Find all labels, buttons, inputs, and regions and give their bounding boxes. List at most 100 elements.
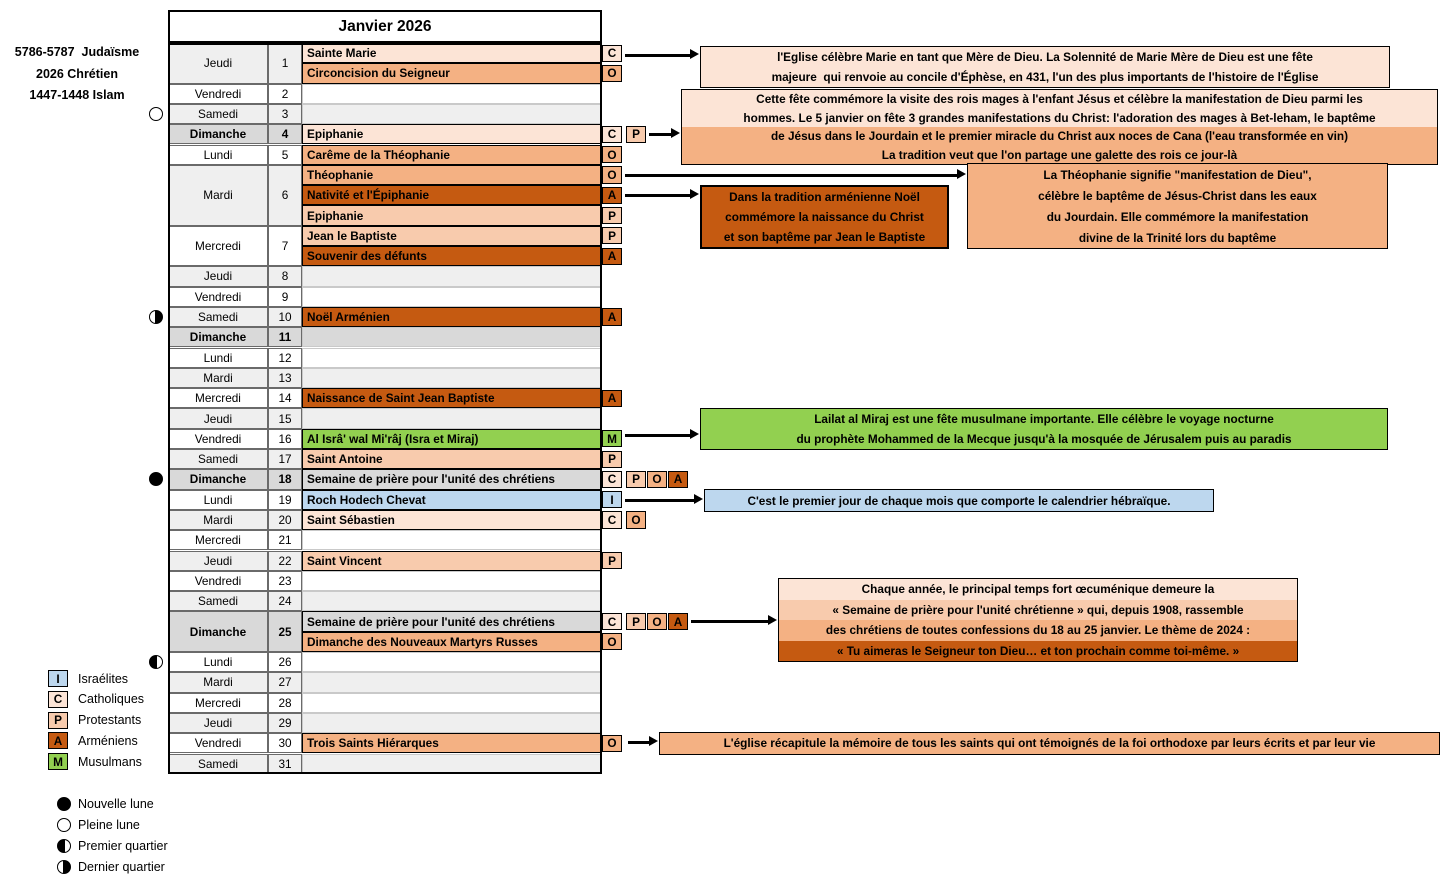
arrow-head (671, 127, 680, 138)
event-cell: Roch Hodech Chevat (302, 489, 602, 510)
annotation-theophanie: La Théophanie signifie "manifestation de… (967, 163, 1388, 249)
day-name-cell: Dimanche (168, 469, 268, 490)
religion-badge-A: A (668, 612, 688, 631)
event-cell: Semaine de prière pour l'unité des chrét… (302, 469, 602, 490)
annotation-line: L'église récapitule la mémoire de tous l… (660, 733, 1439, 754)
religion-badge-C: C (602, 44, 622, 62)
moon-last-icon (57, 860, 71, 874)
event-cell-empty (302, 347, 602, 368)
legend-label-P: Protestants (78, 713, 142, 728)
day-name-cell: Samedi (168, 753, 268, 774)
moon-legend-label: Nouvelle lune (78, 796, 154, 811)
arrow-connector (625, 498, 696, 502)
moon-legend-label: Pleine lune (78, 817, 140, 832)
event-cell: Naissance de Saint Jean Baptiste (302, 388, 602, 409)
event-cell-empty (302, 672, 602, 693)
moon-full-icon (57, 818, 71, 832)
annotation-line: « Semaine de prière pour l'unité chrétie… (779, 599, 1297, 620)
annotation-line: du Jourdain. Elle commémore la manifesta… (968, 206, 1387, 227)
day-name-cell: Dimanche (168, 611, 268, 652)
religion-badge-P: P (626, 612, 646, 631)
religion-badge-C: C (602, 511, 622, 529)
religion-badge-P: P (602, 206, 622, 225)
annotation-line: Cette fête commémore la visite des rois … (682, 90, 1437, 109)
day-number-cell: 21 (268, 530, 302, 551)
arrow-connector (691, 619, 770, 623)
day-number-cell: 31 (268, 753, 302, 774)
annotation-line: La tradition veut que l'on partage une g… (682, 145, 1437, 164)
day-number-cell: 12 (268, 347, 302, 368)
event-cell-empty (302, 286, 602, 307)
day-number-cell: 26 (268, 652, 302, 673)
day-number-cell: 11 (268, 327, 302, 348)
annotation-line: Lailat al Miraj est une fête musulmane i… (701, 409, 1387, 429)
day-name-cell: Mercredi (168, 388, 268, 409)
day-name-cell: Lundi (168, 347, 268, 368)
religion-badge-P: P (602, 227, 622, 245)
event-cell: Saint Antoine (302, 449, 602, 470)
event-cell: Souvenir des défunts (302, 246, 602, 267)
religion-badge-P: P (602, 552, 622, 570)
arrow-connector (625, 173, 959, 177)
day-name-cell: Mercredi (168, 225, 268, 267)
day-name-cell: Mardi (168, 509, 268, 531)
day-name-cell: Samedi (168, 103, 268, 125)
day-name-cell: Mercredi (168, 530, 268, 551)
event-cell-empty (302, 103, 602, 125)
arrow-connector (628, 740, 651, 744)
event-cell-empty (302, 753, 602, 774)
annotation-trois-saints: L'église récapitule la mémoire de tous l… (659, 732, 1440, 755)
annotation-line: du prophète Mohammed de la Mecque jusqu'… (701, 429, 1387, 449)
day-name-cell: Jeudi (168, 266, 268, 287)
arrow-head (649, 735, 658, 746)
religion-badge-A: A (602, 389, 622, 407)
religion-badge-O: O (602, 64, 622, 83)
event-cell-empty (302, 83, 602, 104)
day-number-cell: 27 (268, 672, 302, 693)
annotation-line: « Tu aimeras le Seigneur ton Dieu… et to… (779, 640, 1297, 661)
event-cell-empty (302, 530, 602, 551)
religion-badge-I: I (602, 491, 622, 509)
event-cell: Semaine de prière pour l'unité des chrét… (302, 611, 602, 632)
day-name-cell: Mardi (168, 367, 268, 389)
annotation-marie: l'Eglise célèbre Marie en tant que Mère … (700, 46, 1390, 88)
day-number-cell: 22 (268, 550, 302, 571)
day-name-cell: Vendredi (168, 428, 268, 449)
day-number-cell: 4 (268, 124, 302, 145)
religion-badge-O: O (647, 612, 667, 631)
annotation-line: La Théophanie signifie "manifestation de… (968, 164, 1387, 185)
annotation-roch-hodech: C'est le premier jour de chaque mois que… (704, 489, 1214, 512)
arrow-connector (649, 132, 673, 136)
religion-badge-O: O (626, 511, 646, 529)
event-cell: Dimanche des Nouveaux Martyrs Russes (302, 631, 602, 652)
moon-new-icon (57, 797, 71, 811)
annotation-epiphanie: Cette fête commémore la visite des rois … (681, 89, 1438, 165)
event-cell: Saint Sébastien (302, 509, 602, 531)
event-cell-empty (302, 367, 602, 389)
religion-badge-C: C (602, 612, 622, 631)
religion-badge-P: P (626, 470, 646, 489)
day-name-cell: Jeudi (168, 712, 268, 734)
event-cell: Trois Saints Hiérarques (302, 733, 602, 754)
religion-badge-O: O (602, 734, 622, 752)
religion-badge-A: A (602, 186, 622, 204)
day-number-cell: 5 (268, 144, 302, 165)
event-cell: Jean le Baptiste (302, 225, 602, 246)
annotation-semaine-priere: Chaque année, le principal temps fort œc… (778, 578, 1298, 662)
legend-label-A: Arméniens (78, 733, 138, 748)
day-name-cell: Samedi (168, 591, 268, 612)
annotation-line: Chaque année, le principal temps fort œc… (779, 579, 1297, 600)
annotation-line: divine de la Trinité lors du baptême (968, 227, 1387, 248)
religion-badge-O: O (602, 633, 622, 651)
day-number-cell: 3 (268, 103, 302, 125)
annotation-line: l'Eglise célèbre Marie en tant que Mère … (701, 47, 1389, 67)
event-cell: Circoncision du Seigneur (302, 63, 602, 84)
annotation-line: célèbre le baptême de Jésus-Christ dans … (968, 185, 1387, 206)
event-cell: Théophanie (302, 164, 602, 186)
religion-badge-C: C (602, 125, 622, 143)
day-number-cell: 24 (268, 591, 302, 612)
arrow-connector (625, 193, 692, 197)
religion-badge-O: O (602, 166, 622, 184)
month-title: Janvier 2026 (168, 10, 602, 43)
annotation-line: majeure qui renvoie au concile d'Éphèse,… (701, 67, 1389, 87)
